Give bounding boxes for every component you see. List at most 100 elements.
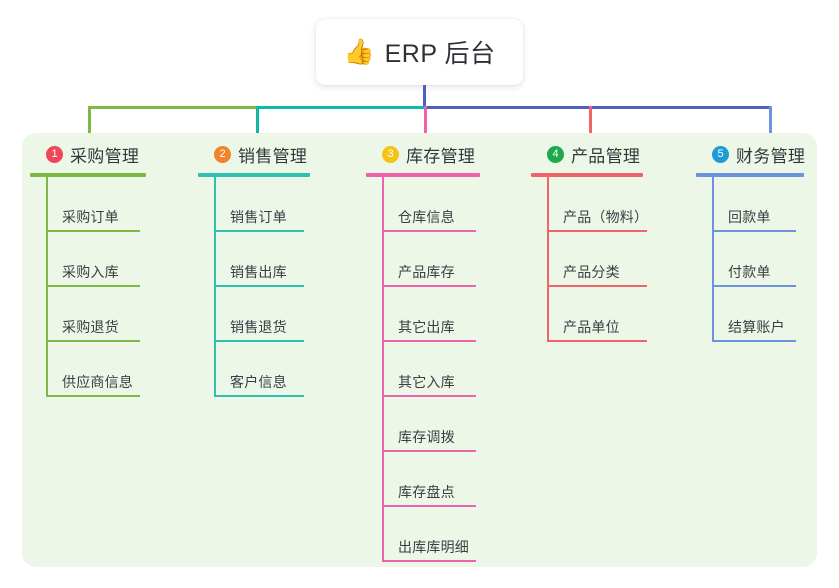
branch-spine <box>214 177 216 397</box>
branch-item-label: 付款单 <box>728 264 771 280</box>
branch-item-list: 回款单付款单结算账户 <box>696 177 805 342</box>
branch-item-label: 产品（物料） <box>563 209 649 225</box>
branch-item[interactable]: 采购入库 <box>46 232 146 287</box>
mindmap-panel <box>22 133 817 567</box>
branch-item[interactable]: 产品（物料） <box>547 177 648 232</box>
branch-item[interactable]: 销售出库 <box>214 232 310 287</box>
branch-header-rule <box>198 173 310 177</box>
branch-item[interactable]: 采购订单 <box>46 177 146 232</box>
branch-item[interactable]: 付款单 <box>712 232 805 287</box>
branch-column-1: 1 采购管理采购订单采购入库采购退货供应商信息 <box>30 141 146 397</box>
branch-item-label: 出库库明细 <box>398 539 469 555</box>
branch-header-rule <box>531 173 643 177</box>
branch-spine <box>547 177 549 342</box>
branch-item-rule <box>549 340 647 342</box>
branch-item-label: 产品库存 <box>398 264 455 280</box>
branch-item[interactable]: 供应商信息 <box>46 342 146 397</box>
branch-item[interactable]: 客户信息 <box>214 342 310 397</box>
branch-header-2[interactable]: 2 销售管理 <box>198 141 310 167</box>
branch-item-rule <box>384 560 476 562</box>
branch-item-label: 回款单 <box>728 209 771 225</box>
branch-item-rule <box>216 395 304 397</box>
branch-item[interactable]: 产品分类 <box>547 232 648 287</box>
connector-drop-4 <box>589 106 592 142</box>
branch-item-rule <box>714 230 796 232</box>
branch-item[interactable]: 结算账户 <box>712 287 805 342</box>
branch-item-rule <box>216 285 304 287</box>
branch-header-3[interactable]: 3 库存管理 <box>366 141 480 167</box>
branch-column-3: 3 库存管理仓库信息产品库存其它出库其它入库库存调拨库存盘点出库库明细 <box>366 141 480 562</box>
branch-item[interactable]: 销售退货 <box>214 287 310 342</box>
branch-header-1[interactable]: 1 采购管理 <box>30 141 146 167</box>
branch-title: 产品管理 <box>571 146 641 166</box>
branch-item-rule <box>384 285 476 287</box>
branch-item[interactable]: 其它入库 <box>382 342 480 397</box>
branch-item-rule <box>48 395 140 397</box>
connector-drop-3 <box>424 106 427 142</box>
branch-item-label: 结算账户 <box>728 319 785 335</box>
branch-item-label: 库存盘点 <box>398 484 455 500</box>
branch-item-label: 销售出库 <box>230 264 287 280</box>
branch-item[interactable]: 仓库信息 <box>382 177 480 232</box>
branch-item-list: 仓库信息产品库存其它出库其它入库库存调拨库存盘点出库库明细 <box>366 177 480 562</box>
connector-drop-1 <box>88 106 91 142</box>
branch-item-rule <box>384 450 476 452</box>
branch-number-badge: 4 <box>547 145 564 163</box>
connector-bar-segment-blue <box>424 106 772 109</box>
branch-item[interactable]: 销售订单 <box>214 177 310 232</box>
branch-column-2: 2 销售管理销售订单销售出库销售退货客户信息 <box>198 141 310 397</box>
branch-title: 库存管理 <box>406 146 476 166</box>
branch-spine <box>382 177 384 562</box>
branch-number-badge: 5 <box>712 145 729 163</box>
branch-item[interactable]: 产品库存 <box>382 232 480 287</box>
branch-header-4[interactable]: 4 产品管理 <box>531 141 648 167</box>
branch-spine <box>712 177 714 342</box>
branch-item-label: 采购入库 <box>62 264 119 280</box>
branch-number-badge: 2 <box>214 145 231 163</box>
branch-item-list: 采购订单采购入库采购退货供应商信息 <box>30 177 146 397</box>
branch-item-rule <box>714 340 796 342</box>
branch-item-label: 产品分类 <box>563 264 620 280</box>
branch-header-rule <box>366 173 480 177</box>
root-node[interactable]: 👍 ERP 后台 <box>316 19 523 85</box>
branch-item[interactable]: 库存盘点 <box>382 452 480 507</box>
branch-item[interactable]: 其它出库 <box>382 287 480 342</box>
branch-item-rule <box>216 230 304 232</box>
connector-drop-2 <box>256 106 259 142</box>
branch-item-rule <box>384 340 476 342</box>
branch-item-list: 销售订单销售出库销售退货客户信息 <box>198 177 310 397</box>
branch-item-list: 产品（物料） 产品分类产品单位 <box>531 177 648 342</box>
branch-number-badge: 3 <box>382 145 399 163</box>
branch-item-rule <box>384 230 476 232</box>
branch-item-label: 销售退货 <box>230 319 287 335</box>
branch-header-rule <box>696 173 804 177</box>
branch-item-rule <box>549 285 647 287</box>
branch-item[interactable]: 库存调拨 <box>382 397 480 452</box>
branch-item-label: 其它出库 <box>398 319 455 335</box>
branch-title: 采购管理 <box>70 146 140 166</box>
branch-header-rule <box>30 173 146 177</box>
branch-item[interactable]: 出库库明细 <box>382 507 480 562</box>
branch-title: 销售管理 <box>238 146 308 166</box>
branch-item-label: 采购退货 <box>62 319 119 335</box>
branch-item-rule <box>384 395 476 397</box>
branch-item-label: 仓库信息 <box>398 209 455 225</box>
branch-item-rule <box>48 230 140 232</box>
thumbs-up-icon: 👍 <box>343 37 375 66</box>
connector-bar-segment-teal <box>256 106 426 109</box>
branch-item[interactable]: 采购退货 <box>46 287 146 342</box>
connector-stem-vertical <box>423 85 426 108</box>
branch-item-label: 产品单位 <box>563 319 620 335</box>
branch-item-rule <box>216 340 304 342</box>
root-node-label: ERP 后台 <box>384 40 496 68</box>
branch-number-badge: 1 <box>46 145 63 163</box>
branch-item-label: 采购订单 <box>62 209 119 225</box>
branch-item[interactable]: 回款单 <box>712 177 805 232</box>
branch-item-rule <box>549 230 647 232</box>
branch-item-rule <box>384 505 476 507</box>
branch-item-rule <box>714 285 796 287</box>
branch-item[interactable]: 产品单位 <box>547 287 648 342</box>
branch-spine <box>46 177 48 397</box>
